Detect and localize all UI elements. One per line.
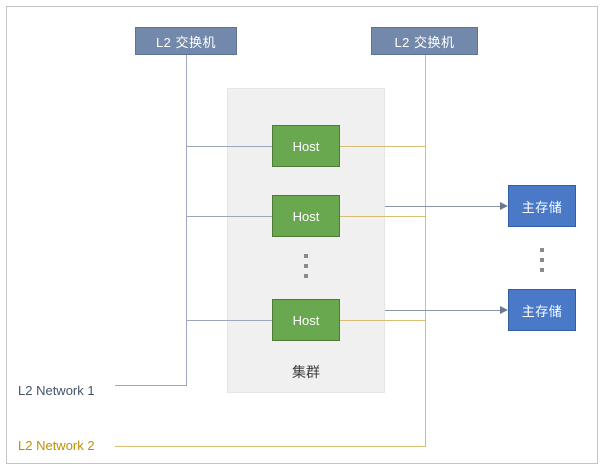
network-label-1: L2 Network 1 [18,383,95,398]
network2-bottom-run [115,446,426,447]
ellipsis-dot [540,258,544,262]
network2-branch-host-2 [340,216,426,217]
ellipsis-dot [304,264,308,268]
storage-link-upper-arrow [500,201,508,210]
primary-storage-2[interactable]: 主存储 [508,289,576,331]
l2-switch-left[interactable]: L2 交换机 [135,27,237,55]
cluster-host-1[interactable]: Host [272,125,340,167]
cluster-host-2[interactable]: Host [272,195,340,237]
storage-link-upper [385,206,503,207]
ellipsis-dot [304,254,308,258]
network2-vertical-trunk [425,55,426,447]
cluster-host-3[interactable]: Host [272,299,340,341]
storage-ellipsis-icon [538,248,546,272]
ellipsis-dot [540,248,544,252]
network2-branch-host-1 [340,146,426,147]
host-ellipsis-icon [302,254,310,278]
primary-storage-1[interactable]: 主存储 [508,185,576,227]
l2-switch-right[interactable]: L2 交换机 [371,27,478,55]
network1-bottom-run [115,385,187,386]
ellipsis-dot [540,268,544,272]
cluster-label: 集群 [292,364,320,380]
network1-branch-host-2 [186,216,273,217]
ellipsis-dot [304,274,308,278]
network-label-2: L2 Network 2 [18,438,95,453]
network2-branch-host-3 [340,320,426,321]
network1-branch-host-1 [186,146,273,147]
network1-branch-host-3 [186,320,273,321]
storage-link-lower [385,310,503,311]
network1-vertical-trunk [186,55,187,386]
storage-link-lower-arrow [500,305,508,314]
